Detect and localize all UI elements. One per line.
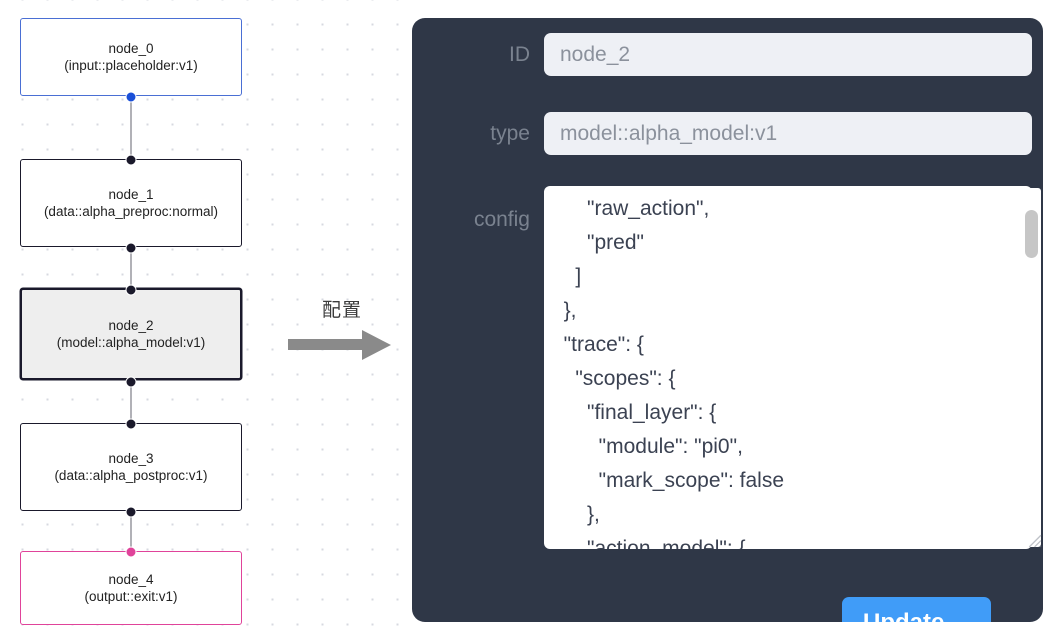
graph-edge[interactable] bbox=[130, 247, 132, 288]
node-label: node_2 (model::alpha_model:v1) bbox=[56, 318, 206, 350]
config-field-label: config bbox=[473, 208, 530, 231]
node-label: node_1 (data::alpha_preproc:normal) bbox=[43, 187, 219, 219]
node-handle-target[interactable] bbox=[125, 418, 137, 430]
type-field-label: type bbox=[490, 121, 530, 145]
flow-canvas[interactable]: node_0 (input::placeholder:v1)node_1 (da… bbox=[0, 0, 400, 643]
node-handle-source[interactable] bbox=[125, 91, 137, 103]
graph-node-node_4[interactable]: node_4 (output::exit:v1) bbox=[20, 546, 242, 625]
type-input[interactable]: model::alpha_model:v1 bbox=[544, 112, 1032, 155]
graph-edge[interactable] bbox=[130, 511, 132, 551]
node-handle-source[interactable] bbox=[125, 376, 137, 388]
graph-node-node_1[interactable]: node_1 (data::alpha_preproc:normal) bbox=[20, 154, 242, 254]
type-field-row: type model::alpha_model:v1 bbox=[412, 112, 1043, 155]
graph-edge[interactable] bbox=[130, 96, 132, 159]
config-textarea[interactable]: "raw_action", "pred" ] }, "trace": { "sc… bbox=[544, 186, 1032, 549]
graph-viewport[interactable]: node_0 (input::placeholder:v1)node_1 (da… bbox=[0, 0, 400, 643]
config-annotation: 配置 bbox=[288, 295, 396, 363]
config-textarea-wrapper: "raw_action", "pred" ] }, "trace": { "sc… bbox=[544, 186, 1042, 549]
update-button[interactable]: Update bbox=[842, 597, 991, 622]
config-scrollbar-thumb[interactable] bbox=[1025, 210, 1038, 258]
id-field-label: ID bbox=[509, 42, 530, 66]
node-config-panel: ID node_2 type model::alpha_model:v1 con… bbox=[412, 18, 1043, 622]
node-handle-target[interactable] bbox=[125, 284, 137, 296]
node-label: node_3 (data::alpha_postproc:v1) bbox=[54, 451, 208, 483]
node-handle-target[interactable] bbox=[125, 546, 137, 558]
config-scrollbar-track[interactable] bbox=[1025, 188, 1041, 547]
node-label: node_4 (output::exit:v1) bbox=[84, 572, 178, 604]
annotation-label: 配置 bbox=[321, 299, 362, 321]
graph-node-node_2[interactable]: node_2 (model::alpha_model:v1) bbox=[20, 284, 242, 388]
resize-grip-icon[interactable] bbox=[1025, 531, 1042, 548]
node-label: node_0 (input::placeholder:v1) bbox=[64, 41, 198, 73]
graph-node-node_3[interactable]: node_3 (data::alpha_postproc:v1) bbox=[20, 418, 242, 518]
right-arrow-icon bbox=[288, 330, 391, 360]
node-handle-target[interactable] bbox=[125, 154, 137, 166]
graph-edge[interactable] bbox=[130, 380, 132, 423]
config-field-row: config "raw_action", "pred" ] }, "trace"… bbox=[412, 186, 1043, 549]
node-handle-source[interactable] bbox=[125, 242, 137, 254]
id-input[interactable]: node_2 bbox=[544, 33, 1032, 76]
id-field-row: ID node_2 bbox=[412, 33, 1043, 76]
graph-node-node_0[interactable]: node_0 (input::placeholder:v1) bbox=[20, 18, 242, 103]
node-handle-source[interactable] bbox=[125, 506, 137, 518]
